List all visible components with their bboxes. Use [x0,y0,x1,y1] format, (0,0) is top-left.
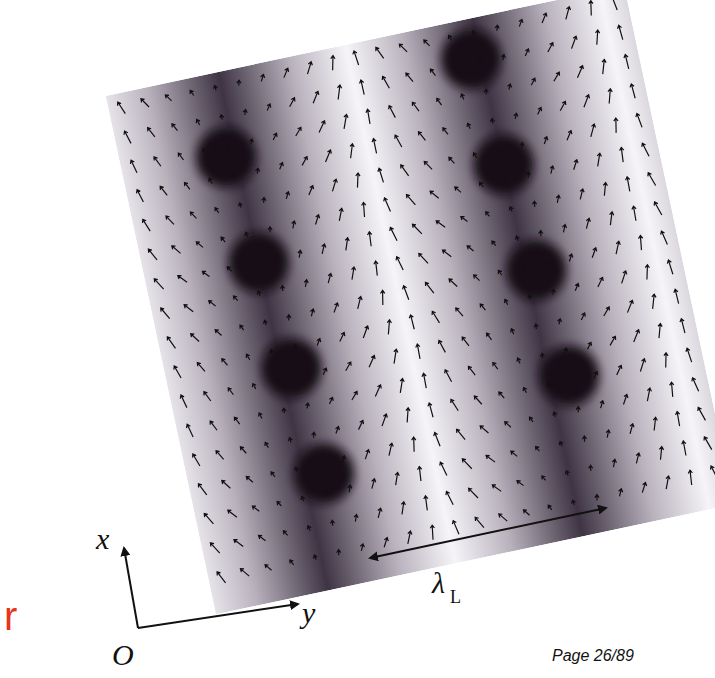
origin-label: O [112,640,134,670]
page-number: Page 26/89 [552,648,634,664]
wavelength-arrow [370,508,606,558]
vortex-cores [181,17,614,515]
field-map [106,0,715,614]
axis-label: x [96,524,109,554]
axis-label: y [302,598,315,628]
y-axis [138,604,298,628]
cut-off-text: r [4,596,17,636]
wavelength-subscript: L [450,588,461,606]
spin-arrows [116,0,715,585]
x-axis [124,548,138,628]
wavelength-label: λ [432,568,445,598]
stripe-shading [106,0,715,614]
